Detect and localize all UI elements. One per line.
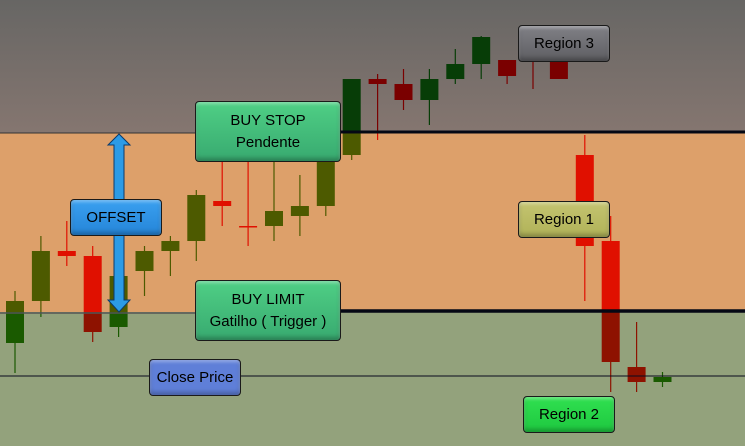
- candle-body: [653, 377, 672, 382]
- region3-band: [0, 0, 745, 133]
- candle-body: [239, 226, 258, 228]
- candle-body: [446, 64, 465, 79]
- candle-26: [653, 372, 672, 387]
- candle-body: [601, 312, 620, 362]
- candle-body: [6, 312, 24, 343]
- candle-body: [627, 367, 646, 382]
- candle-body: [498, 60, 517, 76]
- candle-4: [83, 246, 102, 342]
- candle-13: [316, 160, 335, 216]
- candle-11: [265, 160, 283, 241]
- candle-body: [265, 211, 283, 226]
- candle-16: [394, 69, 413, 110]
- candle-body: [290, 206, 309, 216]
- region2-band: [0, 312, 745, 446]
- candle-body: [135, 251, 154, 271]
- candle-7: [161, 236, 180, 276]
- candle-8: [187, 190, 206, 261]
- candle-19: [472, 36, 491, 79]
- candle-15: [368, 74, 387, 140]
- candle-25: [627, 322, 646, 392]
- candle-12: [290, 175, 309, 236]
- offset-label: OFFSET: [70, 199, 162, 236]
- candle-14: [342, 79, 361, 160]
- candle-1: [6, 291, 24, 373]
- buy-limit-title: BUY LIMIT: [231, 290, 305, 308]
- candle-body: [161, 241, 180, 251]
- candle-body: [83, 312, 102, 332]
- candle-body: [213, 201, 232, 206]
- candle-9: [213, 160, 232, 226]
- candle-body: [187, 195, 206, 241]
- region1-label: Region 1: [518, 201, 610, 238]
- candle-18: [446, 49, 465, 84]
- candle-17: [420, 69, 439, 125]
- candle-24: [601, 216, 620, 392]
- candle-body: [342, 79, 361, 133]
- candle-20: [498, 60, 517, 84]
- candle-body: [6, 301, 24, 312]
- buy-limit-label: BUY LIMIT Gatilho ( Trigger ): [195, 280, 341, 341]
- candle-body: [549, 60, 568, 79]
- candle-body: [342, 133, 361, 155]
- candle-body: [420, 79, 439, 100]
- candle-body: [601, 241, 620, 312]
- candle-6: [135, 246, 154, 296]
- candle-body: [394, 84, 413, 100]
- region2-label: Region 2: [523, 396, 615, 433]
- close-price-label: Close Price: [149, 359, 241, 396]
- candle-body: [368, 79, 387, 84]
- buy-stop-subtitle: Pendente: [235, 133, 301, 151]
- candle-22: [549, 60, 568, 79]
- candle-body: [83, 256, 102, 312]
- candle-body: [57, 251, 76, 256]
- candle-10: [239, 160, 258, 246]
- buy-stop-title: BUY STOP: [230, 111, 306, 129]
- candle-body: [472, 37, 491, 64]
- candle-3: [57, 221, 76, 266]
- candle-body: [31, 251, 50, 301]
- candle-body: [316, 160, 335, 206]
- region3-label: Region 3: [518, 25, 610, 62]
- candle-body: [109, 312, 128, 327]
- buy-stop-label: BUY STOP Pendente: [195, 101, 341, 162]
- candle-2: [31, 236, 50, 317]
- buy-limit-subtitle: Gatilho ( Trigger ): [209, 312, 327, 330]
